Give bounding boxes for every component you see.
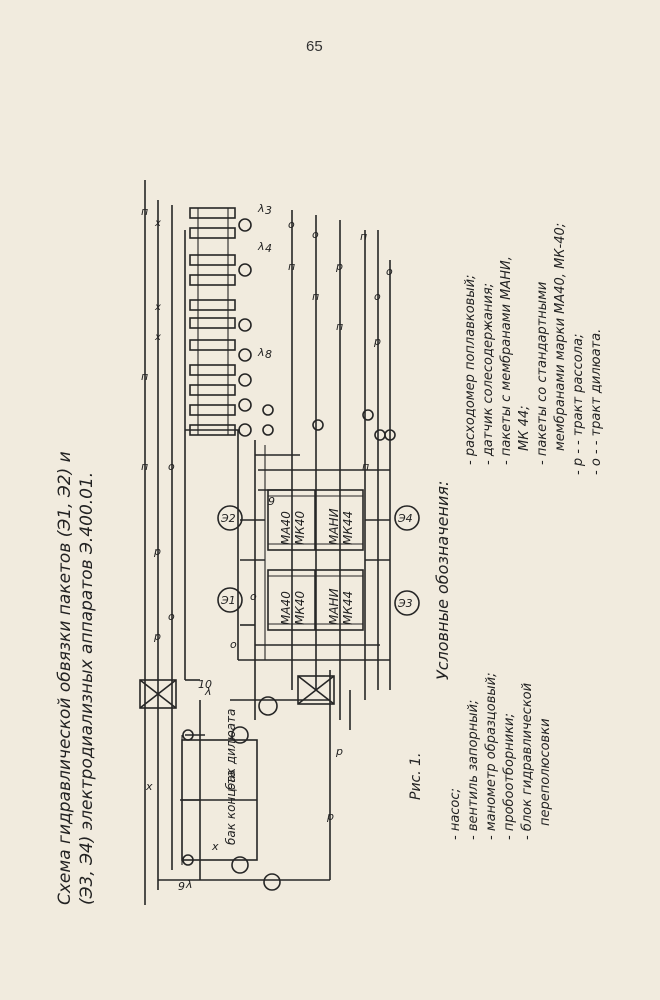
svg-text:x: x xyxy=(145,780,153,793)
svg-text:п: п xyxy=(141,370,148,383)
title-line-2: (Э3, Э4) электродиализных аппаратов Э.40… xyxy=(77,472,97,905)
svg-text:о: о xyxy=(386,265,393,278)
svg-text:x: x xyxy=(211,840,219,853)
svg-text:п: п xyxy=(141,205,148,218)
svg-text:МАНИ: МАНИ xyxy=(327,508,341,545)
svg-text:МК44: МК44 xyxy=(341,591,355,625)
svg-text:р: р xyxy=(335,745,343,758)
svg-text:λ: λ xyxy=(185,878,193,891)
svg-text:МК40: МК40 xyxy=(293,510,307,545)
svg-text:МАНИ: МАНИ xyxy=(327,588,341,625)
svg-text:x: x xyxy=(154,302,161,313)
svg-text:- пробоотборники;: - пробоотборники; xyxy=(502,713,517,840)
svg-text:x: x xyxy=(154,332,161,343)
svg-text:Э1: Э1 xyxy=(220,594,236,607)
svg-text:о: о xyxy=(168,610,175,623)
sensor-column: λ 3 λ 4 λ 8 9 λ 10 x x x xyxy=(154,202,396,698)
svg-text:р: р xyxy=(373,335,381,348)
svg-text:λ: λ xyxy=(257,202,265,215)
svg-text:- р - - тракт рассола;: - р - - тракт рассола; xyxy=(571,334,586,475)
svg-text:Э2: Э2 xyxy=(220,512,236,525)
svg-text:п: п xyxy=(141,460,148,473)
svg-text:мембранами марки МА40, МК-40;: мембранами марки МА40, МК-40; xyxy=(553,223,568,451)
svg-text:р: р xyxy=(335,260,343,273)
legend-heading: Условные обозначения: xyxy=(433,481,452,680)
svg-text:- пакеты с мембранами МАНИ,: - пакеты с мембранами МАНИ, xyxy=(499,256,514,465)
svg-text:переполюсовки: переполюсовки xyxy=(538,718,553,826)
svg-text:бак конц-та: бак конц-та xyxy=(224,770,238,845)
svg-text:9: 9 xyxy=(268,495,275,508)
line-labels: п п п р р о о о п о п р п п о р о п р р … xyxy=(141,205,393,823)
svg-text:Э3: Э3 xyxy=(397,597,413,610)
apparatus-e1-e3: МА40 МК40 МАНИ МК44 xyxy=(267,569,364,631)
svg-text:о: о xyxy=(288,218,295,231)
svg-text:- манометр образцовый;: - манометр образцовый; xyxy=(484,673,499,840)
flowmeter-column xyxy=(189,207,236,436)
svg-text:о: о xyxy=(168,460,175,473)
svg-text:- блок гидравлической: - блок гидравлической xyxy=(520,683,535,840)
title-line-1: Схема гидравлической обвязки пакетов (Э1… xyxy=(55,451,75,905)
svg-text:9: 9 xyxy=(178,880,185,893)
svg-text:- о - - тракт дилюата.: - о - - тракт дилюата. xyxy=(589,329,604,475)
legend-left: - насос; - вентиль запорный; - манометр … xyxy=(448,673,553,840)
svg-text:о: о xyxy=(374,290,381,303)
svg-text:10: 10 xyxy=(198,678,212,691)
svg-text:п: п xyxy=(288,260,295,273)
figure-caption: Рис. 1. xyxy=(408,753,424,801)
figure-title: Схема гидравлической обвязки пакетов (Э1… xyxy=(55,451,97,905)
svg-text:8: 8 xyxy=(265,348,272,361)
svg-text:Рис. 1.: Рис. 1. xyxy=(408,753,424,801)
legend-right: - расходомер поплавковый; - датчик солес… xyxy=(463,223,604,475)
svg-text:о: о xyxy=(230,638,237,651)
svg-text:п: п xyxy=(362,460,369,473)
svg-text:3: 3 xyxy=(265,204,272,217)
page-number: 65 xyxy=(306,38,323,55)
switch-blocks xyxy=(139,675,335,709)
svg-text:п: п xyxy=(312,290,319,303)
svg-text:МК40: МК40 xyxy=(293,590,307,625)
svg-text:- насос;: - насос; xyxy=(448,788,463,840)
svg-text:МК 44;: МК 44; xyxy=(517,406,532,452)
svg-text:- расходомер поплавковый;: - расходомер поплавковый; xyxy=(463,275,478,465)
svg-text:λ: λ xyxy=(257,240,265,253)
svg-text:- датчик солесодержания;: - датчик солесодержания; xyxy=(481,283,496,465)
svg-text:Условные обозначения:: Условные обозначения: xyxy=(433,481,452,680)
svg-text:λ: λ xyxy=(204,685,212,698)
svg-text:λ: λ xyxy=(257,346,265,359)
svg-text:МК44: МК44 xyxy=(341,511,355,545)
svg-text:бак дилюата: бак дилюата xyxy=(224,709,238,790)
svg-text:МА40: МА40 xyxy=(279,511,293,545)
apparatus-ids: Э2 Э1 Э4 Э3 xyxy=(217,505,420,616)
main-lines xyxy=(144,180,391,905)
svg-text:п: п xyxy=(360,230,367,243)
svg-text:Э4: Э4 xyxy=(397,512,413,525)
svg-text:о: о xyxy=(250,590,257,603)
apparatus-e2-e4: МА40 МК40 МАНИ МК44 xyxy=(267,489,364,551)
svg-text:- вентиль запорный;: - вентиль запорный; xyxy=(466,700,481,840)
pumps-and-gauges: x x λ 9 xyxy=(145,696,281,893)
svg-text:п: п xyxy=(336,320,343,333)
svg-text:р: р xyxy=(153,630,161,643)
svg-text:о: о xyxy=(312,228,319,241)
svg-text:x: x xyxy=(154,218,161,229)
svg-text:р: р xyxy=(326,810,334,823)
svg-text:4: 4 xyxy=(265,242,272,255)
tanks: бак конц-та бак дилюата xyxy=(181,709,258,865)
svg-text:- пакеты со стандартными: - пакеты со стандартными xyxy=(535,282,550,465)
svg-text:МА40: МА40 xyxy=(279,591,293,625)
svg-text:р: р xyxy=(153,545,161,558)
